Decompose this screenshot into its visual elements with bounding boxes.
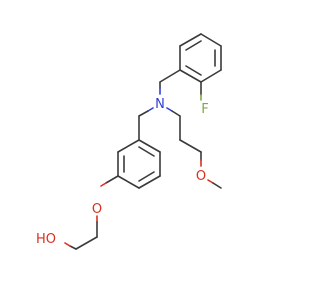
ring-bond — [200, 33, 222, 47]
ring-bond — [179, 33, 202, 47]
ch2-ch2-bond — [75, 236, 98, 250]
o-methyl-bond — [212, 182, 222, 189]
aryl-o-bond — [105, 175, 119, 184]
n-ch2-bond-tip — [166, 107, 173, 112]
fluorine-label: F — [201, 102, 208, 117]
ring-bond — [138, 139, 161, 153]
n-ch2-bond — [171, 110, 181, 117]
ring-double-bond — [138, 146, 155, 157]
fluorophenyl-ring — [179, 33, 222, 83]
ring-bond — [200, 69, 222, 83]
chain-bond — [179, 139, 202, 153]
n-ch2-bond-tip — [147, 107, 154, 112]
ch2-oh-bond-tip — [64, 242, 71, 247]
n-ch2-bond — [138, 110, 149, 117]
nitrogen-label: N — [155, 97, 165, 112]
molecule-structure: F N O O HO — [36, 33, 222, 250]
ch2-oh-bond — [69, 245, 77, 250]
molecule-drawing: F N O O HO — [36, 33, 222, 250]
ether-oxygen-label: O — [196, 169, 206, 184]
ring-double-bond — [138, 171, 155, 182]
ring-bond — [179, 69, 202, 83]
hydroxyl-label: HO — [36, 232, 56, 247]
ring-double-bond — [185, 40, 202, 51]
ring-bond — [117, 139, 140, 153]
phenyl-ring — [117, 139, 161, 189]
benzyl-ch2-bond — [159, 69, 181, 83]
ring-double-bond — [185, 65, 202, 76]
o-methyl-bond-tip — [207, 179, 214, 184]
ring-bond — [138, 175, 161, 189]
ring-bond — [117, 175, 140, 189]
aryl-o-bond-tip — [100, 182, 107, 187]
aryl-ether-oxygen-label: O — [92, 202, 102, 217]
